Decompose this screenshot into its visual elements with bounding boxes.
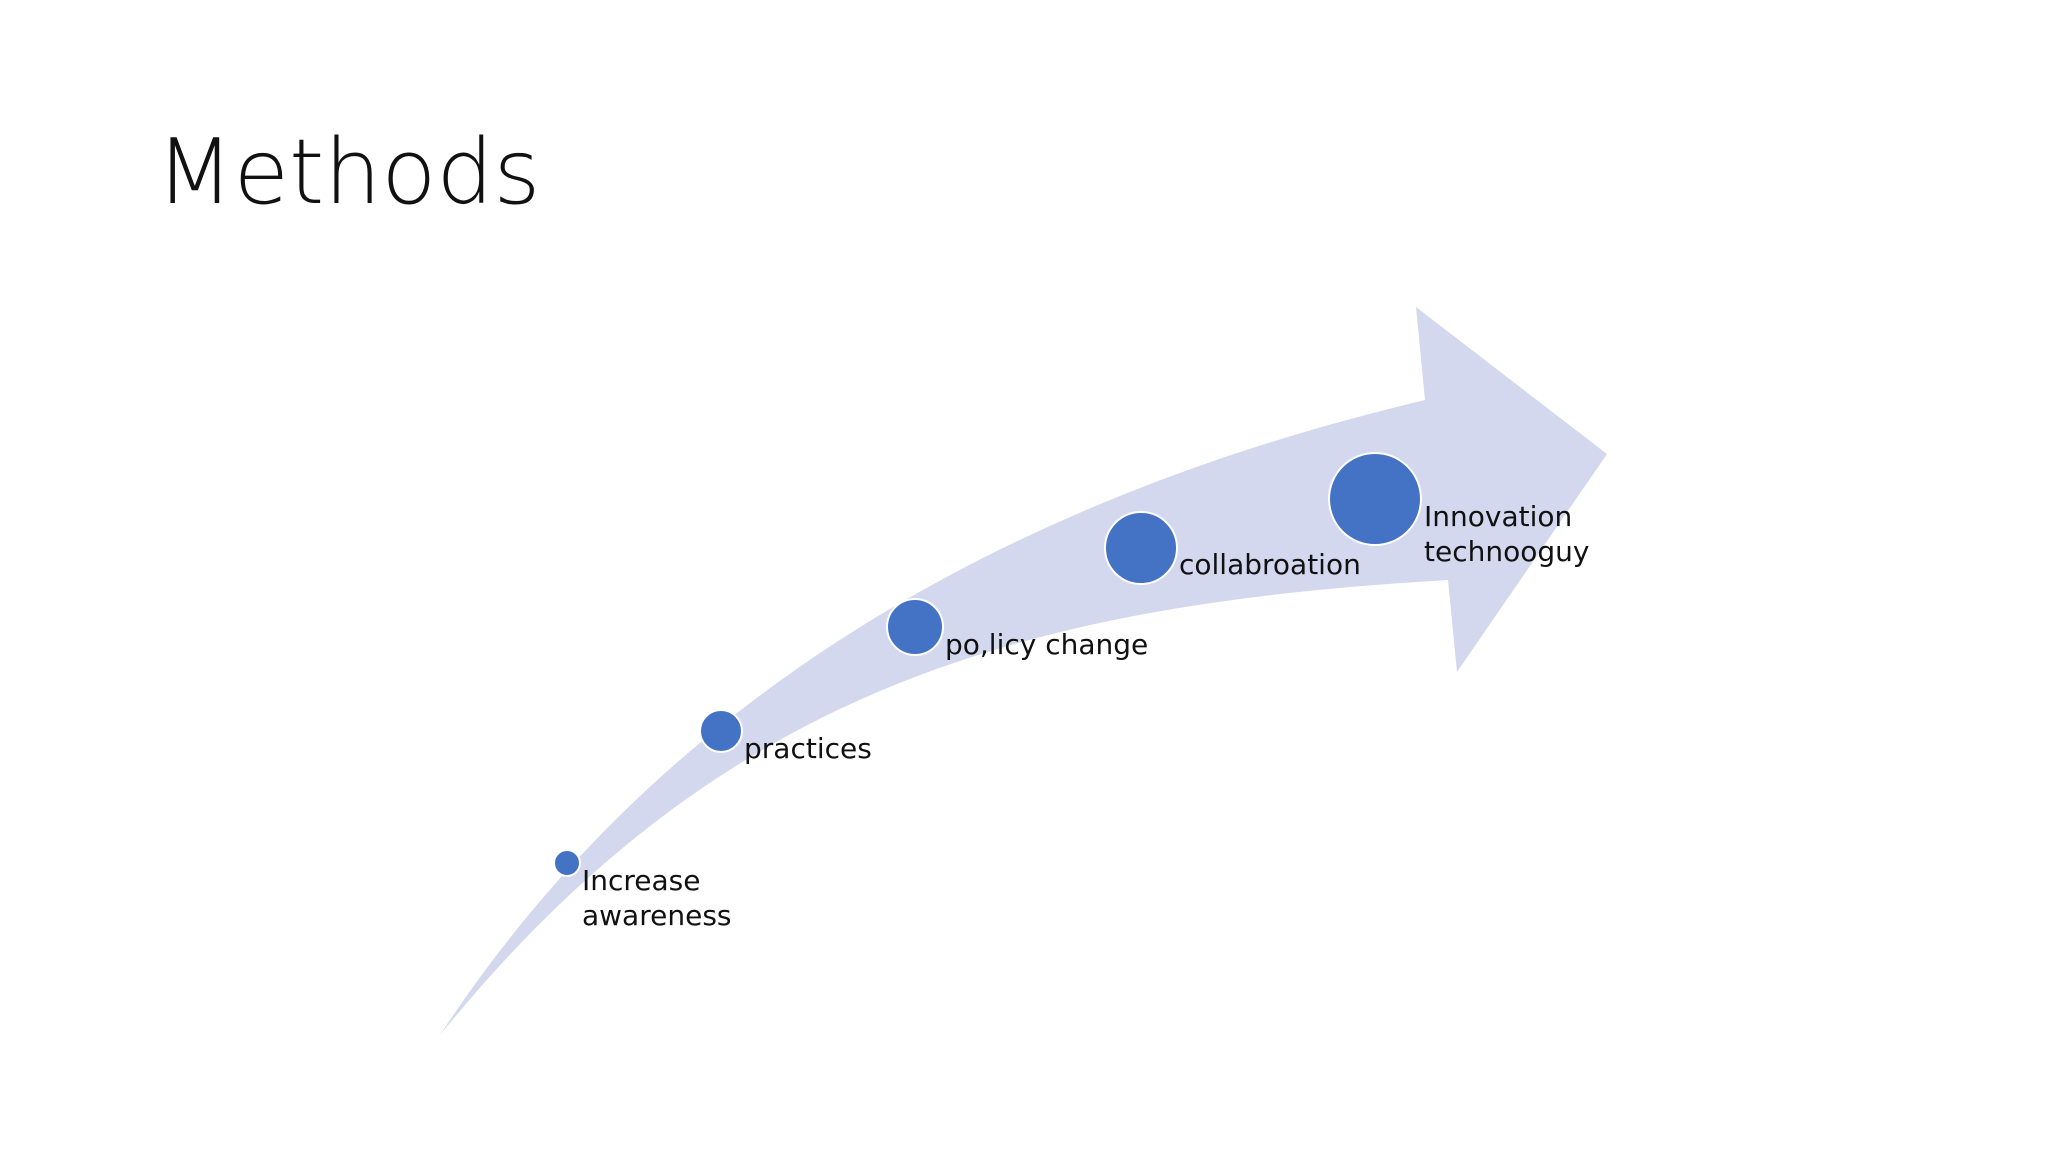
curved-arrow <box>440 307 1607 1035</box>
slide-title: Methods <box>156 120 541 225</box>
step-dot-innovation <box>1328 452 1422 546</box>
step-dot-collaboration <box>1104 511 1178 585</box>
step-label-collaboration: collabroation <box>1179 548 1361 581</box>
step-dot-practices <box>699 709 743 753</box>
step-label-innovation: Innovation technooguy <box>1424 500 1590 568</box>
step-dot-policy-change <box>886 598 944 656</box>
step-label-practices: practices <box>744 732 872 765</box>
step-label-awareness: Increase awareness <box>582 864 732 932</box>
step-dot-awareness <box>553 849 581 877</box>
step-label-policy-change: po,licy change <box>945 628 1149 661</box>
